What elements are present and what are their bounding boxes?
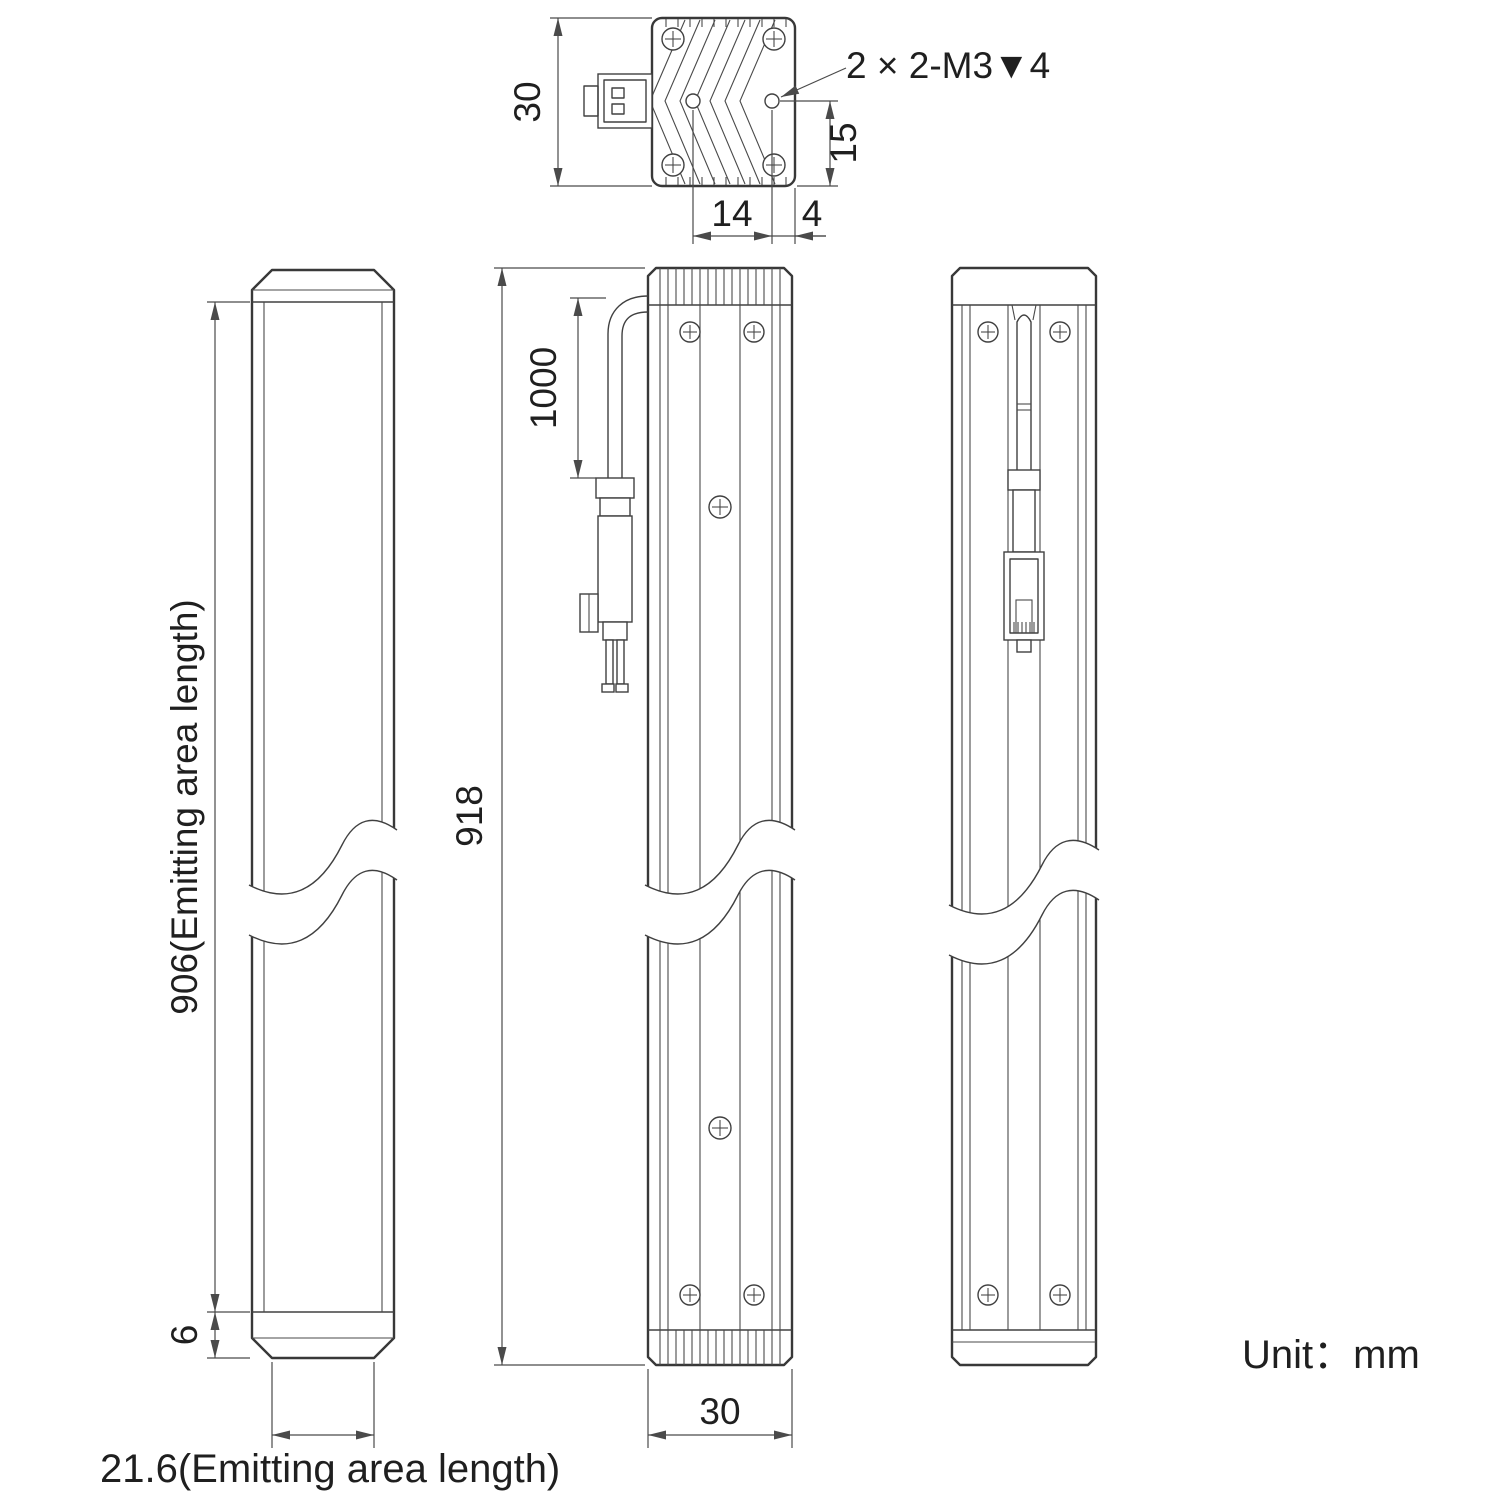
front-view-body	[250, 268, 396, 1360]
corner-screws	[661, 27, 786, 177]
dim-top-height: 30	[507, 17, 652, 187]
dim-overall-length: 918	[449, 267, 645, 1366]
cable	[607, 295, 649, 478]
side-view-bottom-fins	[659, 1330, 781, 1365]
m3-hole-right	[764, 93, 780, 109]
dim-edge-distance-label: 4	[802, 193, 823, 234]
rear-break-symbol	[948, 839, 1100, 965]
top-view: 30 2 × 2-M3▼4 15 14 4	[507, 16, 1050, 244]
front-view: 906(Emitting area length) 6 21.6(Emittin…	[100, 268, 560, 1491]
side-break-symbol	[644, 819, 796, 945]
dim-emitting-width-label: 21.6(Emitting area length)	[100, 1447, 560, 1491]
m3-hole-left	[685, 93, 701, 109]
thread-callout-label: 2 × 2-M3▼4	[846, 45, 1050, 86]
dim-hole-offset-15: 15	[780, 100, 864, 187]
rear-view-screws	[977, 321, 1071, 1306]
thread-callout: 2 × 2-M3▼4	[780, 45, 1050, 98]
side-view-top-fins	[659, 268, 781, 305]
dim-end-margin: 6	[164, 1312, 250, 1359]
dim-hole-spacing-label: 14	[711, 193, 752, 234]
dim-cable-length-label: 1000	[523, 347, 564, 429]
recessed-cable	[1011, 304, 1037, 470]
dim-hole-spacing-14-4: 14 4	[692, 110, 826, 244]
dim-top-height-label: 30	[507, 81, 548, 122]
dim-body-width: 30	[647, 1369, 793, 1448]
rear-view-extrusion-lines	[961, 305, 1087, 1330]
side-view: 1000 918 30	[449, 266, 796, 1448]
side-view-body	[646, 266, 794, 1367]
recessed-plug	[1003, 469, 1045, 653]
dim-emitting-width: 21.6(Emitting area length)	[100, 1362, 560, 1491]
rear-view	[948, 266, 1100, 1367]
dim-emitting-length: 906(Emitting area length)	[164, 301, 250, 1313]
dim-end-margin-label: 6	[164, 1325, 205, 1346]
dim-cable-length: 1000	[523, 297, 606, 479]
side-view-screws	[679, 321, 765, 1306]
rear-view-body	[950, 266, 1098, 1367]
dim-hole-offset-label: 15	[823, 122, 864, 163]
dim-body-width-label: 30	[699, 1391, 740, 1432]
cable-connector	[579, 477, 635, 693]
side-view-extrusion-lines	[659, 305, 781, 1330]
dim-emitting-length-label: 906(Emitting area length)	[164, 599, 205, 1014]
top-view-connector	[583, 73, 653, 129]
front-break-symbol	[248, 819, 398, 945]
dim-overall-length-label: 918	[449, 785, 490, 847]
unit-note: Unit：mm	[1242, 1333, 1420, 1377]
